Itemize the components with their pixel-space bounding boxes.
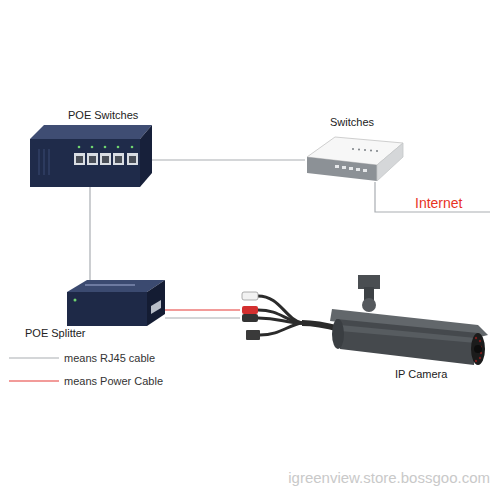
legend-entry: means Power Cable [8,371,163,391]
poe-switch-drawing [30,125,152,187]
power-cable [165,309,240,310]
legend-text: means RJ45 cable [64,352,155,364]
rj45-cable [89,187,90,280]
legend-text: means Power Cable [64,375,163,387]
poe-splitter-drawing [67,280,165,326]
ip-camera-drawing [242,275,488,365]
watermark: igreenview.store.bossgoo.com [288,469,490,487]
device-label: POE Switches [68,109,138,122]
network-switch: Switches [305,133,405,185]
poe-splitter: POE Splitter [65,280,165,326]
legend: means RJ45 cable means Power Cable [8,348,163,394]
rj45-cable [152,159,305,160]
legend-line [9,357,59,358]
ip-camera: IP Camera [240,275,492,367]
internet-line [375,182,490,212]
device-label: Switches [330,116,374,129]
legend-line [9,380,59,381]
rj45-cable [165,317,240,318]
poe-switch: POE Switches [30,125,152,187]
internet-label: Internet [415,195,462,212]
device-label: POE Splitter [25,327,86,340]
legend-sample [8,353,60,363]
legend-entry: means RJ45 cable [8,348,163,368]
legend-sample [8,376,60,386]
switch-drawing [307,137,403,181]
device-label: IP Camera [395,368,447,381]
